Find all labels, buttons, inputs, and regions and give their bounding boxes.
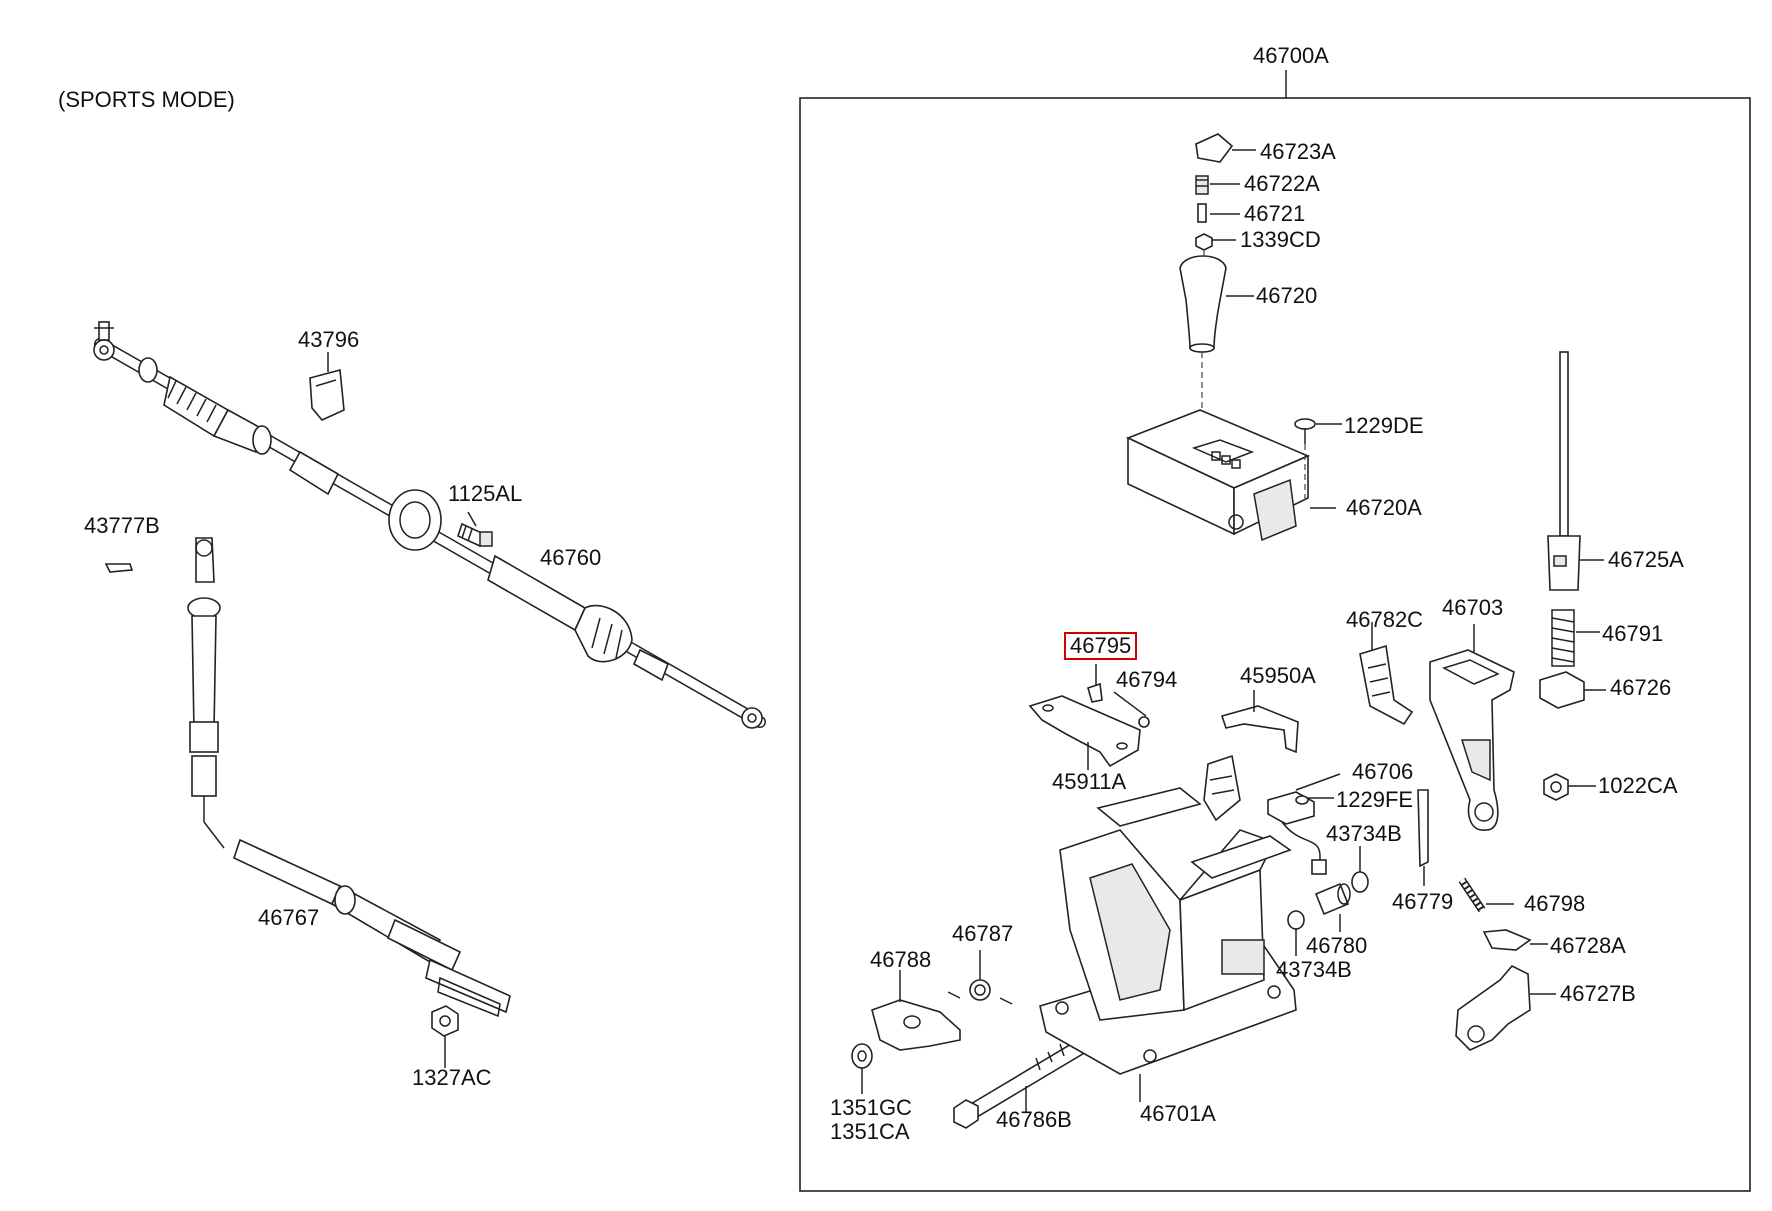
part-label-46767[interactable]: 46767 (258, 905, 320, 930)
part-label-45911A[interactable]: 45911A (1052, 769, 1127, 794)
part-label-1229FE[interactable]: 1229FE (1336, 787, 1414, 812)
part-label-46706[interactable]: 46706 (1352, 759, 1414, 784)
guide-plate (1203, 754, 1241, 822)
part-label-46722A[interactable]: 46722A (1244, 171, 1320, 196)
assembly-frame (799, 97, 1751, 1192)
part-label-1022CA[interactable]: 1022CA (1598, 773, 1678, 798)
lever-46703 (1429, 624, 1515, 831)
part-label-1125AL[interactable]: 1125AL (448, 481, 523, 506)
rod-46725A (1547, 351, 1604, 591)
part-label-46779[interactable]: 46779 (1392, 889, 1454, 914)
lever-46727B (1455, 965, 1556, 1051)
part-label-46787[interactable]: 46787 (952, 921, 1014, 946)
detent-45911A (1028, 695, 1141, 770)
knob-button-46723A (1195, 133, 1256, 163)
part-label-46723A[interactable]: 46723A (1260, 139, 1336, 164)
part-label-46721[interactable]: 46721 (1244, 201, 1306, 226)
part-label-45950A[interactable]: 45950A (1240, 663, 1316, 688)
indicator-housing-46720A (1125, 409, 1336, 542)
shift-cable-46760 (93, 321, 766, 729)
part-label-46720A[interactable]: 46720A (1346, 495, 1422, 520)
shift-knob-46720 (1179, 255, 1254, 353)
clip-43796 (309, 352, 345, 421)
part-label-1339CD[interactable]: 1339CD (1240, 227, 1321, 252)
pin-46721 (1197, 203, 1240, 223)
bushing-43734B-top (1351, 846, 1369, 893)
washer-1351GC (851, 1043, 873, 1094)
part-label-46788[interactable]: 46788 (870, 947, 932, 972)
spring-46794 (1113, 691, 1150, 728)
link-46779 (1417, 789, 1429, 886)
part-label-1351GC[interactable]: 1351GC (830, 1095, 912, 1120)
part-label-46786B[interactable]: 46786B (996, 1107, 1072, 1132)
cotter-pin-43777B (104, 563, 134, 573)
part-label-1327AC[interactable]: 1327AC (412, 1065, 492, 1090)
clip-46728A (1482, 929, 1548, 951)
bracket-46782C (1359, 622, 1414, 726)
part-label-43777B[interactable]: 43777B (84, 513, 160, 538)
part-label-1351CA[interactable]: 1351CA (830, 1119, 910, 1144)
plate-45950A (1220, 690, 1299, 754)
lever-46788 (871, 970, 961, 1051)
nut-1339CD (1195, 233, 1236, 251)
part-label-46760[interactable]: 46760 (540, 545, 602, 570)
part-label-46794[interactable]: 46794 (1116, 667, 1178, 692)
bushing-43734B-bottom (1287, 910, 1305, 956)
part-label-43734B-top[interactable]: 43734B (1326, 821, 1402, 846)
bolt-46786B (953, 1038, 1088, 1129)
part-label-46780[interactable]: 46780 (1306, 933, 1368, 958)
part-label-43796[interactable]: 43796 (298, 327, 360, 352)
part-label-46701A[interactable]: 46701A (1140, 1101, 1216, 1126)
spring-46787 (947, 950, 1013, 1005)
part-label-46720[interactable]: 46720 (1256, 283, 1318, 308)
part-label-46728A[interactable]: 46728A (1550, 933, 1626, 958)
bushing-46780 (1314, 882, 1351, 932)
spring-46722A (1195, 175, 1240, 195)
assembly-number-label: 46700A (1253, 43, 1329, 68)
spring-46798 (1458, 877, 1514, 913)
clip-46795 (1087, 664, 1103, 703)
part-label-46798[interactable]: 46798 (1524, 891, 1586, 916)
block-46726 (1539, 671, 1606, 709)
part-label-46791[interactable]: 46791 (1602, 621, 1664, 646)
part-label-46725A[interactable]: 46725A (1608, 547, 1684, 572)
part-label-46782C[interactable]: 46782C (1346, 607, 1424, 632)
part-label-1229DE[interactable]: 1229DE (1344, 413, 1424, 438)
part-label-46727B[interactable]: 46727B (1560, 981, 1636, 1006)
part-label-43734B-bottom[interactable]: 43734B (1276, 957, 1352, 982)
part-label-46795-highlighted[interactable]: 46795 (1064, 632, 1138, 660)
shift-cable-46767 (187, 537, 511, 1018)
screw-1229DE (1294, 418, 1342, 500)
part-label-46703[interactable]: 46703 (1442, 595, 1504, 620)
mode-caption: (SPORTS MODE) (58, 87, 235, 112)
nut-1022CA (1543, 773, 1596, 801)
screw-1229FE (1295, 795, 1334, 805)
bolt-1125AL (457, 511, 493, 548)
part-label-46726[interactable]: 46726 (1610, 675, 1672, 700)
spring-46791 (1551, 609, 1600, 667)
base-46701A (1039, 787, 1297, 1102)
nut-1327AC (431, 1005, 459, 1068)
